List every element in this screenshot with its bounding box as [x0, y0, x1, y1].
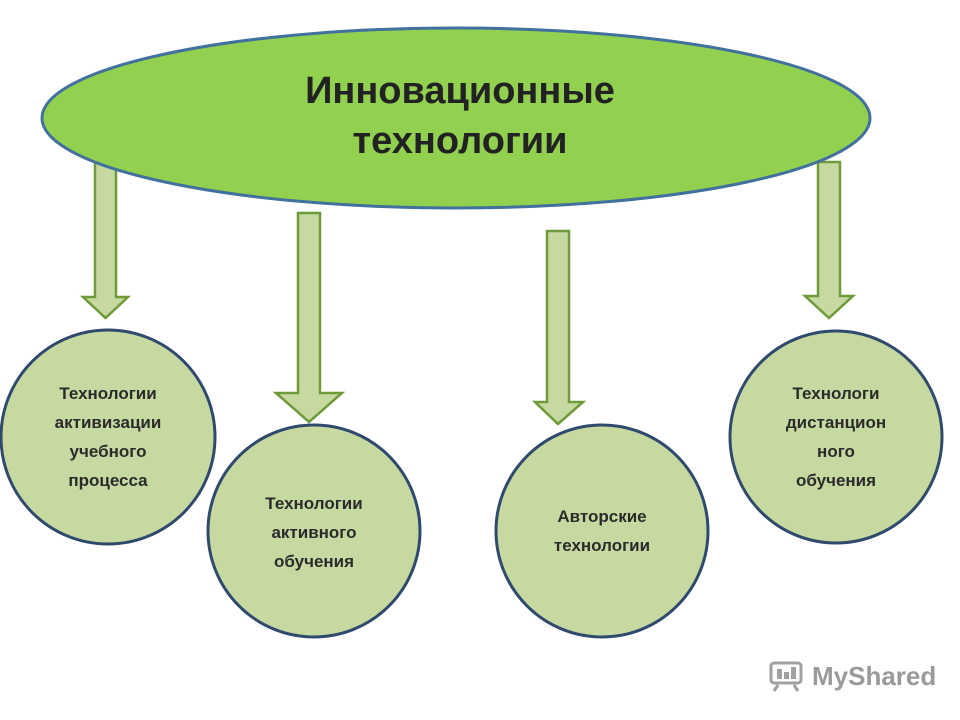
arrow-2: [272, 211, 346, 424]
myshared-logo-icon: [769, 661, 803, 692]
circle-2: [206, 423, 422, 639]
node-4-line-1: Технологи: [792, 384, 880, 403]
node-label-3: Авторские технологии: [512, 496, 692, 566]
node-2-line-1: Технологии: [265, 493, 363, 513]
node-1-line-3: учебного: [69, 442, 147, 461]
arrow-3: [531, 229, 587, 426]
node-label-2: Технологии активного обучения: [224, 472, 404, 592]
node-4-line-4: обучения: [795, 471, 877, 490]
circle-4: [728, 329, 944, 545]
main-ellipse: [40, 26, 872, 210]
title-line-2: технологии: [352, 120, 568, 162]
arrow-1: [79, 160, 132, 320]
node-4-line-3: ного: [817, 442, 855, 461]
node-3-line-2: технологии: [553, 536, 651, 555]
myshared-watermark: MyShared: [768, 656, 936, 696]
node-1-line-2: активизации: [54, 413, 162, 432]
arrow-4: [801, 160, 857, 320]
node-3-line-1: Авторские: [557, 507, 647, 526]
node-2-line-2: активного: [271, 522, 357, 542]
node-1-line-1: Технологии: [59, 384, 157, 403]
node-label-1: Технологии активизации учебного процесса: [18, 362, 198, 512]
watermark-text: MyShared: [812, 660, 937, 691]
node-label-4: Технологи дистанцион ного обучения: [746, 362, 926, 512]
node-4-line-2: дистанцион: [785, 413, 887, 432]
node-1-line-4: процесса: [68, 471, 148, 490]
title-line-1: Инновационные: [305, 70, 615, 112]
circle-1: [0, 328, 217, 546]
node-2-line-3: обучения: [273, 551, 355, 571]
circle-3: [494, 423, 710, 639]
diagram-title: Инновационные технологии: [180, 66, 740, 166]
